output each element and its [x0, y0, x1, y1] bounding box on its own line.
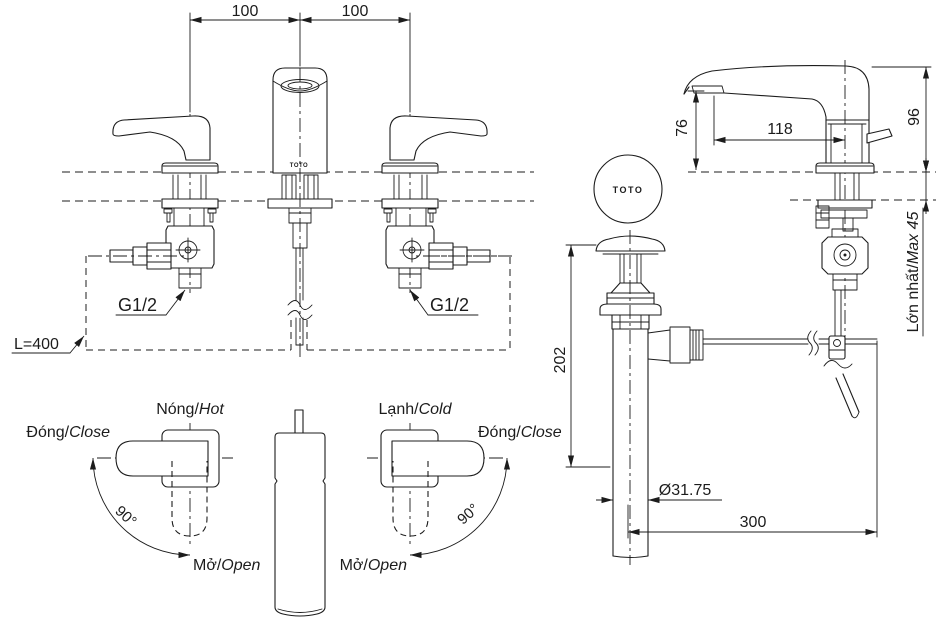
handle-diagram-cold: Lạnh/Cold Đóng/Close Mở/Open 90° — [340, 401, 562, 574]
handle-diagram-hot: Nóng/Hot Đóng/Close Mở/Open 90° — [26, 401, 260, 574]
label-hose-length: L=400 — [14, 336, 59, 353]
toto-logo-circle: TOTO — [593, 154, 663, 224]
faucet-under-counter — [815, 172, 873, 419]
dim-drain-height: 202 — [552, 347, 569, 374]
label-angle-right: 90° — [454, 500, 482, 528]
front-view: 100 100 TOTO — [11, 3, 534, 358]
dim-hole-spacing-right: 100 — [342, 3, 369, 20]
dim-total-height: 96 — [906, 108, 923, 126]
drain-assembly — [595, 230, 704, 565]
label-angle-left: 90° — [112, 502, 140, 530]
brand-mark-spout: TOTO — [290, 163, 308, 169]
spout-side-profile — [274, 409, 326, 617]
side-view: TOTO — [552, 60, 936, 565]
brand-mark-drain: TOTO — [613, 185, 644, 195]
dim-drain-diameter: Ø31.75 — [659, 482, 712, 499]
dim-hole-spacing-left: 100 — [232, 3, 259, 20]
dim-deck-max: Lớn nhất/Max 45 — [905, 212, 922, 333]
label-g12-left: G1/2 — [118, 295, 157, 315]
handle-valve-assembly — [88, 114, 219, 293]
label-cold: Lạnh/Cold — [379, 401, 453, 418]
label-g12-right: G1/2 — [430, 295, 469, 315]
side-view-dimensions: 96 76 118 Lớn nhất/Max 45 202 Ø31.75 — [552, 66, 932, 539]
dim-spout-reach: 118 — [767, 121, 793, 138]
label-hot: Nóng/Hot — [156, 401, 224, 418]
label-close-left: Đóng/Close — [26, 424, 110, 441]
dim-spout-height: 76 — [674, 119, 691, 137]
label-open-left: Mở/Open — [193, 557, 261, 574]
dim-rod-reach: 300 — [740, 514, 767, 531]
label-open-right: Mở/Open — [340, 557, 408, 574]
lift-rod — [702, 330, 878, 538]
label-close-right: Đóng/Close — [478, 424, 562, 441]
hose-envelope-box — [85, 255, 511, 351]
spout-front: TOTO — [267, 67, 333, 358]
faucet-side-body — [683, 65, 893, 174]
